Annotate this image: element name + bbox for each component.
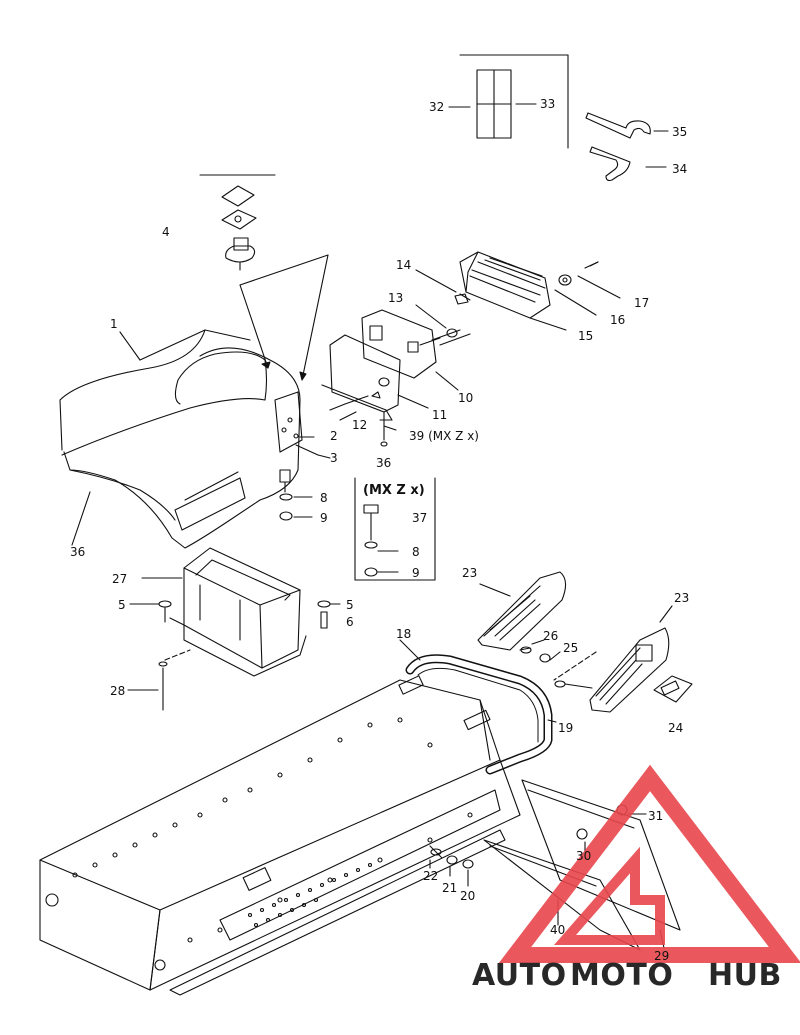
callout-22: 22 bbox=[423, 869, 438, 883]
inset-mxzx bbox=[354, 477, 436, 581]
callout-26: 26 bbox=[543, 629, 558, 643]
callout-labels: 1 2 3 4 5 5 6 8 8 9 9 10 11 12 13 14 15 … bbox=[70, 97, 689, 963]
callout-23a: 23 bbox=[462, 566, 477, 580]
callout-28: 28 bbox=[110, 684, 125, 698]
part-23-side-trim bbox=[477, 571, 673, 713]
callout-31: 31 bbox=[648, 809, 663, 823]
callout-30: 30 bbox=[576, 849, 591, 863]
callout-14: 14 bbox=[396, 258, 411, 272]
part-24-26-fasteners bbox=[519, 639, 693, 703]
callout-4: 4 bbox=[162, 225, 170, 239]
callout-35: 35 bbox=[672, 125, 687, 139]
callout-8b: 8 bbox=[412, 545, 420, 559]
callout-17: 17 bbox=[634, 296, 649, 310]
part-4-switch bbox=[199, 174, 276, 271]
callout-5b: 5 bbox=[346, 598, 354, 612]
part-1-seat bbox=[59, 254, 329, 549]
callout-5a: 5 bbox=[118, 598, 126, 612]
callout-39: 39 (MX Z x) bbox=[409, 429, 479, 443]
watermark-moto: MOTO bbox=[570, 958, 673, 993]
part-34-35-wrenches bbox=[585, 112, 669, 182]
callout-6: 6 bbox=[346, 615, 354, 629]
part-8-9-nut bbox=[279, 469, 313, 521]
callout-32: 32 bbox=[429, 100, 444, 114]
part-2-3-fasteners bbox=[295, 444, 331, 459]
part-18-grab-bar bbox=[399, 639, 557, 775]
callout-40: 40 bbox=[550, 923, 565, 937]
callout-16: 16 bbox=[610, 313, 625, 327]
callout-18: 18 bbox=[396, 627, 411, 641]
callout-3: 3 bbox=[330, 451, 338, 465]
callout-9b: 9 bbox=[412, 566, 420, 580]
callout-34: 34 bbox=[672, 162, 687, 176]
part-20-22-fasteners bbox=[429, 845, 474, 887]
inset-title: (MX Z x) bbox=[363, 483, 425, 498]
watermark-auto: AUTO bbox=[472, 958, 567, 993]
callout-29: 29 bbox=[654, 949, 669, 963]
callout-21: 21 bbox=[442, 881, 457, 895]
callout-1: 1 bbox=[110, 317, 118, 331]
callout-8a: 8 bbox=[320, 491, 328, 505]
callout-20: 20 bbox=[460, 889, 475, 903]
tunnel-frame bbox=[39, 675, 521, 996]
callout-36b: 36 bbox=[376, 456, 391, 470]
watermark-hub: HUB bbox=[708, 958, 782, 993]
callout-13: 13 bbox=[388, 291, 403, 305]
callout-36a: 36 bbox=[70, 545, 85, 559]
automotohub-watermark: AUTO MOTO HUB bbox=[472, 764, 800, 993]
callout-23b: 23 bbox=[674, 591, 689, 605]
part-10-15-taillight bbox=[321, 251, 621, 447]
callout-19: 19 bbox=[558, 721, 573, 735]
part-27-storage-box bbox=[127, 547, 341, 711]
callout-12: 12 bbox=[352, 418, 367, 432]
callout-15: 15 bbox=[578, 329, 593, 343]
callout-25: 25 bbox=[563, 641, 578, 655]
callout-11: 11 bbox=[432, 408, 447, 422]
callout-24: 24 bbox=[668, 721, 683, 735]
part-32-33-block bbox=[448, 54, 569, 149]
callout-9a: 9 bbox=[320, 511, 328, 525]
callout-27: 27 bbox=[112, 572, 127, 586]
callout-2: 2 bbox=[330, 429, 338, 443]
callout-37: 37 bbox=[412, 511, 427, 525]
callout-10: 10 bbox=[458, 391, 473, 405]
callout-33: 33 bbox=[540, 97, 555, 111]
